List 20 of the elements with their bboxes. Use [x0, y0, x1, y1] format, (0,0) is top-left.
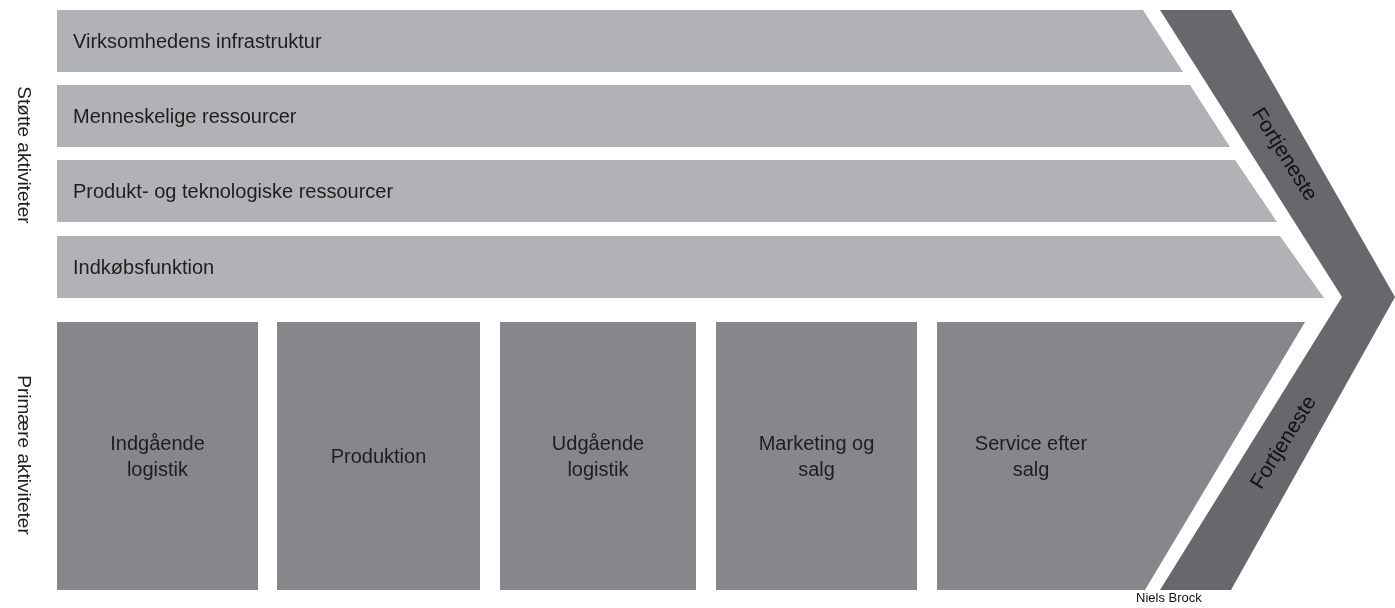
activity-label: Indkøbsfunktion [73, 255, 215, 280]
primary-activity-box [500, 322, 696, 590]
section-label: Støtte aktiviteter [13, 86, 35, 224]
support-activity-bar [57, 10, 1183, 72]
support-activity-bar [57, 85, 1230, 147]
activity-label: Indgående logistik [109, 431, 206, 482]
activity-label: Produkt- og teknologiske ressourcer [73, 179, 394, 204]
activity-label: Marketing og salg [757, 431, 876, 482]
activity-label: Service efter salg [973, 431, 1089, 482]
activity-label: Menneskelige ressourcer [73, 104, 297, 129]
primary-activity-box [716, 322, 917, 590]
profit-chevron [1160, 10, 1395, 590]
primary-activity-box [277, 322, 480, 590]
support-activity-bar [57, 236, 1324, 298]
activity-label: Virksomhedens infrastruktur [73, 29, 322, 54]
activity-label: Udgående logistik [550, 431, 646, 482]
credit-text: Niels Brock [1136, 590, 1202, 605]
section-label: Primære aktiviteter [13, 375, 35, 535]
activity-label: Produktion [330, 444, 427, 469]
primary-activity-box [57, 322, 258, 590]
